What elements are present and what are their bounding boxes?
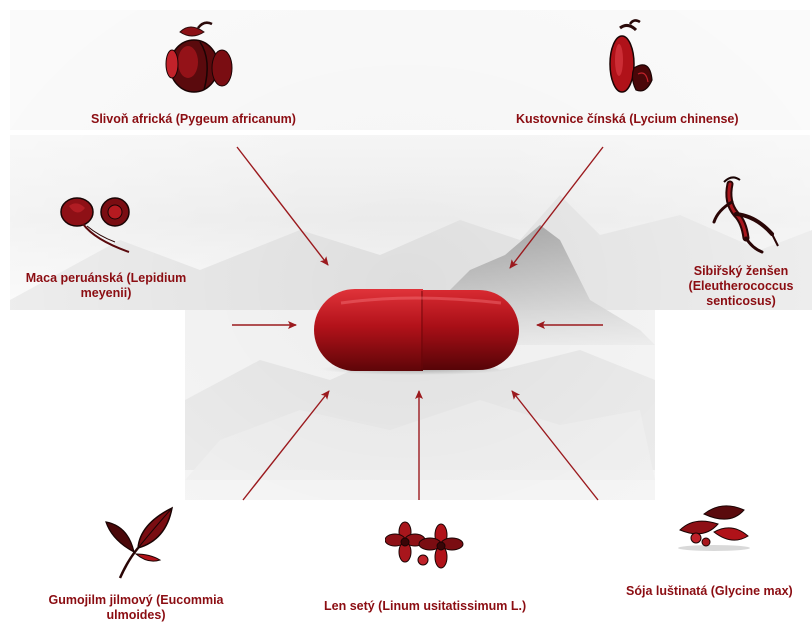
soy-bean-icon (678, 505, 750, 551)
ingredient-ginseng (706, 172, 782, 256)
maca-root-icon (60, 197, 130, 253)
arrow-from-plum (236, 146, 329, 266)
arrow-from-goji (509, 146, 604, 269)
label-plum: Slivoň africká (Pygeum africanum) (91, 112, 296, 126)
label-flax: Len setý (Linum usitatissimum L.) (324, 599, 527, 613)
ingredient-goji (600, 18, 660, 96)
ingredient-flax (385, 520, 465, 572)
label-goji: Kustovnice čínská (Lycium chinense) (516, 112, 739, 126)
ingredient-soy (674, 500, 754, 552)
ingredient-plum (160, 20, 236, 96)
label-maca: Maca peruánská (Lepidium meyenii) (25, 271, 187, 300)
label-soy: Sója luštinatá (Glycine max) (626, 584, 793, 598)
ingredient-eucommia (100, 504, 180, 580)
arrow-from-soy (511, 390, 599, 501)
capsule-image (311, 287, 520, 375)
label-eucommia: Gumojilm jilmový (Eucommia ulmoides) (48, 593, 224, 622)
plum-icon (165, 21, 233, 93)
flax-flower-icon (385, 521, 464, 569)
arrow-from-eucommia (242, 390, 330, 501)
eucommia-leaf-icon (105, 506, 174, 579)
ingredient-maca (55, 192, 135, 256)
ginseng-root-icon (712, 176, 779, 254)
red-capsule-icon (314, 289, 519, 375)
goji-berry-icon (609, 19, 653, 93)
label-ginseng: Sibiřský ženšen (Eleutherococcus sentico… (688, 264, 794, 308)
